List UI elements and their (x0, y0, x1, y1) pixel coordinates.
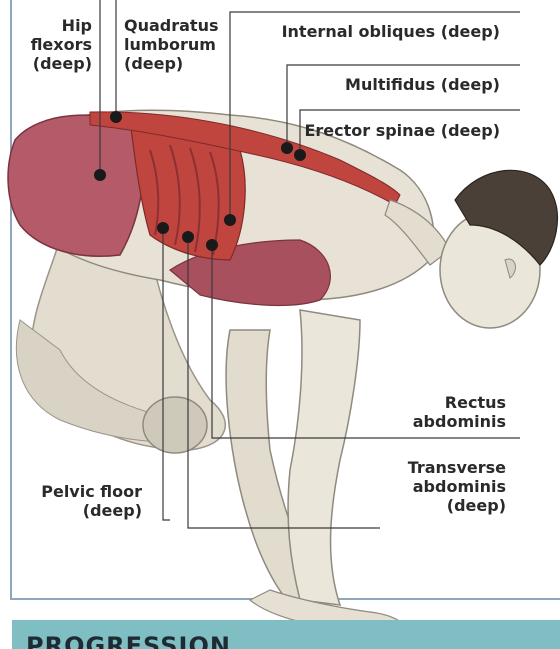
dot-quadratus (110, 111, 122, 123)
dot-erector (294, 149, 306, 161)
label-line: Multifidus (deep) (300, 75, 500, 94)
knee (143, 397, 207, 453)
label-erector-spinae: Erector spinae (deep) (300, 121, 500, 140)
dot-transverse (182, 231, 194, 243)
label-line: abdominis (380, 412, 506, 431)
label-line: flexors (30, 35, 92, 54)
dot-multifidus (281, 142, 293, 154)
pelvis-shorts (8, 115, 144, 256)
section-heading: PROGRESSION (26, 632, 231, 649)
label-internal-obliques: Internal obliques (deep) (260, 22, 500, 41)
dot-internal-obliques (224, 214, 236, 226)
label-line: Internal obliques (deep) (260, 22, 500, 41)
label-line: (deep) (380, 496, 506, 515)
label-quadratus-lumborum: Quadratus lumborum (deep) (124, 16, 219, 73)
label-pelvic-floor: Pelvic floor (deep) (20, 482, 142, 520)
label-line: abdominis (380, 477, 506, 496)
label-hip-flexors: Hip flexors (deep) (30, 16, 92, 73)
label-line: (deep) (20, 501, 142, 520)
label-line: Quadratus (124, 16, 219, 35)
label-line: Transverse (380, 458, 506, 477)
label-rectus-abdominis: Rectus abdominis (380, 393, 506, 431)
right-arm (288, 310, 360, 605)
label-line: Erector spinae (deep) (300, 121, 500, 140)
progression-section-header: PROGRESSION (12, 620, 560, 649)
label-line: Hip (30, 16, 92, 35)
label-line: lumborum (124, 35, 219, 54)
dot-rectus (206, 239, 218, 251)
label-line: Rectus (380, 393, 506, 412)
label-multifidus: Multifidus (deep) (300, 75, 500, 94)
dot-hip-flexors (94, 169, 106, 181)
label-transverse-abdominis: Transverse abdominis (deep) (380, 458, 506, 515)
label-line: (deep) (30, 54, 92, 73)
dot-pelvic (157, 222, 169, 234)
label-line: (deep) (124, 54, 219, 73)
label-line: Pelvic floor (20, 482, 142, 501)
